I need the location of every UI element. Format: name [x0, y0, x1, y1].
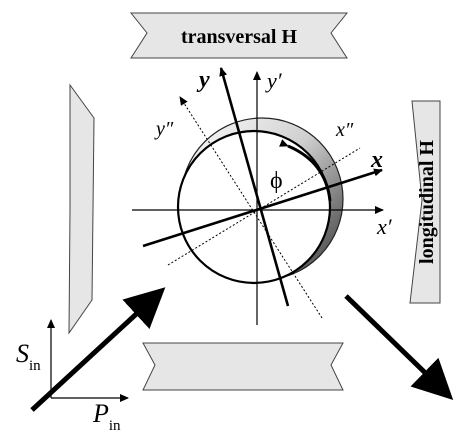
s-in-label: Sin	[16, 339, 41, 374]
incident-beam-arrow	[30, 287, 166, 412]
x-axis	[142, 168, 383, 248]
y-prime-label: y′	[265, 68, 283, 93]
left-pole-piece	[68, 83, 95, 335]
x-label: x	[370, 147, 383, 173]
phi-label: ϕ	[270, 168, 283, 194]
bottom-pole-piece	[142, 342, 344, 391]
longitudinal-h-label: longitudinal H	[416, 140, 438, 264]
phi-arc	[279, 139, 332, 202]
sample-disk	[176, 129, 332, 285]
x-prime-label: x′	[376, 214, 393, 239]
s-symbol: S	[16, 339, 29, 368]
y-double-prime-label: y″	[154, 118, 174, 140]
y-label: y	[196, 67, 210, 93]
p-in-label: Pin	[92, 399, 121, 434]
y-axis	[219, 67, 290, 307]
transversal-h-label: transversal H	[181, 26, 298, 48]
s-subscript: in	[29, 358, 41, 374]
p-subscript: in	[109, 418, 121, 434]
p-symbol: P	[92, 399, 109, 428]
x-double-prime-label: x″	[335, 119, 354, 141]
reflected-beam-arrow	[344, 294, 454, 400]
top-pole-piece	[129, 12, 349, 59]
right-pole-piece	[409, 100, 441, 304]
